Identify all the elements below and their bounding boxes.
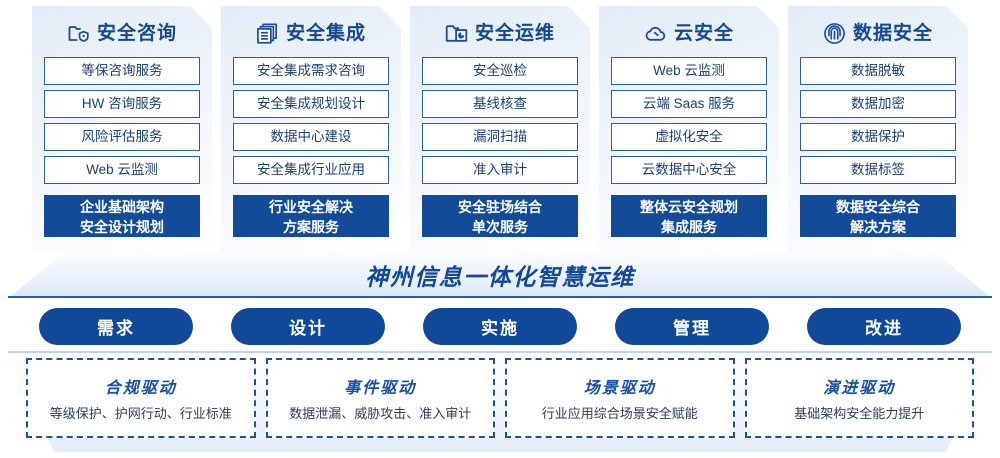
pillar-column: 云安全 Web 云监测云端 Saas 服务虚拟化安全云数据中心安全整体云安全规划集…: [599, 6, 779, 252]
pillar-column: 安全集成安全集成需求咨询安全集成规划设计数据中心建设安全集成行业应用行业安全解决…: [221, 6, 401, 252]
banner-title: 神州信息一体化智慧运维: [365, 264, 635, 290]
pillar-title: 安全运维: [474, 22, 555, 44]
pillar-header: 安全运维: [422, 14, 578, 52]
folder-chart-icon: [445, 22, 468, 45]
pillar-highlight-item[interactable]: 安全驻场结合单次服务: [422, 195, 578, 237]
pillar-highlight-item[interactable]: 企业基础架构安全设计规划: [44, 195, 200, 237]
driver-description: 基础架构安全能力提升: [794, 406, 925, 421]
driver-card[interactable]: 合规驱动等级保护、护网行动、行业标准: [26, 358, 256, 438]
pillar-header: 安全咨询: [44, 14, 200, 52]
banner-underline: [8, 296, 992, 298]
pillar-header: 安全集成: [233, 14, 389, 52]
pillar-item[interactable]: 数据加密: [800, 90, 956, 118]
pillar-highlight-line: 数据安全综合: [836, 198, 920, 215]
pillar-title: 数据安全: [852, 22, 933, 44]
driver-card[interactable]: 场景驱动行业应用综合场景安全赋能: [505, 358, 735, 438]
pillar-item-list: Web 云监测云端 Saas 服务虚拟化安全云数据中心安全整体云安全规划集成服务: [611, 57, 767, 237]
pillar-highlight-line: 行业安全解决: [269, 198, 353, 215]
pillar-column: 安全运维安全巡检基线核查漏洞扫描准入审计安全驻场结合单次服务: [410, 6, 590, 252]
pillar-item[interactable]: Web 云监测: [611, 57, 767, 85]
pillar-item[interactable]: 安全集成规划设计: [233, 90, 389, 118]
driver-title: 事件驱动: [344, 380, 417, 397]
stacked-documents-icon: [256, 22, 279, 45]
driver-description: 数据泄漏、威胁攻击、准入审计: [289, 406, 472, 421]
pillar-highlight-item[interactable]: 行业安全解决方案服务: [233, 195, 389, 237]
pillar-header: 云安全: [611, 14, 767, 52]
pillar-item[interactable]: 准入审计: [422, 156, 578, 184]
pillar-highlight-item[interactable]: 数据安全综合解决方案: [800, 195, 956, 237]
pillar-highlight-line: 单次服务: [472, 218, 528, 235]
pillar-item[interactable]: 数据保护: [800, 123, 956, 151]
driver-title: 合规驱动: [104, 380, 177, 397]
pillar-item[interactable]: 虚拟化安全: [611, 123, 767, 151]
driver-row: 合规驱动等级保护、护网行动、行业标准事件驱动数据泄漏、威胁攻击、准入审计场景驱动…: [26, 358, 974, 438]
pillar-item[interactable]: 云数据中心安全: [611, 156, 767, 184]
stage-pill[interactable]: 需求: [39, 308, 193, 345]
driver-title: 场景驱动: [583, 380, 656, 397]
central-banner: 神州信息一体化智慧运维: [8, 252, 992, 298]
stage-pill[interactable]: 实施: [423, 308, 577, 345]
pillar-item[interactable]: 数据中心建设: [233, 123, 389, 151]
pillar-header: 数据安全: [800, 14, 956, 52]
pillar-column: 安全咨询等保咨询服务 HW 咨询服务风险评估服务 Web 云监测企业基础架构安全设计…: [32, 6, 212, 252]
pillar-item-list: 安全集成需求咨询安全集成规划设计数据中心建设安全集成行业应用行业安全解决方案服务: [233, 57, 389, 237]
pillar-item[interactable]: 数据标签: [800, 156, 956, 184]
pillar-title: 安全咨询: [96, 22, 177, 44]
stage-pill-row: 需求 设计 实施 管理 改进: [0, 308, 1000, 346]
pillar-highlight-item[interactable]: 整体云安全规划集成服务: [611, 195, 767, 237]
driver-card[interactable]: 事件驱动数据泄漏、威胁攻击、准入审计: [265, 358, 495, 438]
fingerprint-icon: [823, 22, 846, 45]
cloud-icon: [644, 22, 667, 45]
driver-title: 演进驱动: [823, 380, 896, 397]
pillar-column: 数据安全数据脱敏数据加密数据保护数据标签数据安全综合解决方案: [788, 6, 968, 252]
pillar-item[interactable]: 云端 Saas 服务: [611, 90, 767, 118]
stage-pill[interactable]: 设计: [231, 308, 385, 345]
stage-pill[interactable]: 改进: [807, 308, 961, 345]
driver-description: 行业应用综合场景安全赋能: [541, 406, 698, 421]
pillar-highlight-line: 安全驻场结合: [458, 198, 542, 215]
driver-description: 等级保护、护网行动、行业标准: [49, 406, 232, 421]
pillar-title: 云安全: [673, 22, 734, 44]
pillar-item-list: 安全巡检基线核查漏洞扫描准入审计安全驻场结合单次服务: [422, 57, 578, 237]
pillar-title: 安全集成: [285, 22, 366, 44]
pillar-item[interactable]: Web 云监测: [44, 156, 200, 184]
pillar-item[interactable]: 基线核查: [422, 90, 578, 118]
pillar-item[interactable]: 漏洞扫描: [422, 123, 578, 151]
pillar-item[interactable]: 等保咨询服务: [44, 57, 200, 85]
pillar-highlight-line: 方案服务: [283, 218, 339, 235]
pillar-item[interactable]: 数据脱敏: [800, 57, 956, 85]
pillar-item-list: 数据脱敏数据加密数据保护数据标签数据安全综合解决方案: [800, 57, 956, 237]
pillar-highlight-line: 集成服务: [661, 218, 717, 235]
driver-card[interactable]: 演进驱动基础架构安全能力提升: [744, 358, 974, 438]
pillar-item[interactable]: 安全巡检: [422, 57, 578, 85]
drivers-top-divider: [8, 351, 992, 353]
pillar-item-list: 等保咨询服务 HW 咨询服务风险评估服务 Web 云监测企业基础架构安全设计规划: [44, 57, 200, 237]
pillar-highlight-line: 企业基础架构: [80, 198, 164, 215]
pillar-item[interactable]: HW 咨询服务: [44, 90, 200, 118]
pillar-item[interactable]: 安全集成需求咨询: [233, 57, 389, 85]
pillar-item[interactable]: 风险评估服务: [44, 123, 200, 151]
stage-pill[interactable]: 管理: [615, 308, 769, 345]
pillar-highlight-line: 安全设计规划: [80, 218, 164, 235]
pillar-highlight-line: 整体云安全规划: [640, 198, 738, 215]
pillar-columns: 安全咨询等保咨询服务 HW 咨询服务风险评估服务 Web 云监测企业基础架构安全设计…: [0, 6, 1000, 254]
folder-shield-icon: [67, 22, 90, 45]
pillar-highlight-line: 解决方案: [850, 218, 906, 235]
pillar-item[interactable]: 安全集成行业应用: [233, 156, 389, 184]
